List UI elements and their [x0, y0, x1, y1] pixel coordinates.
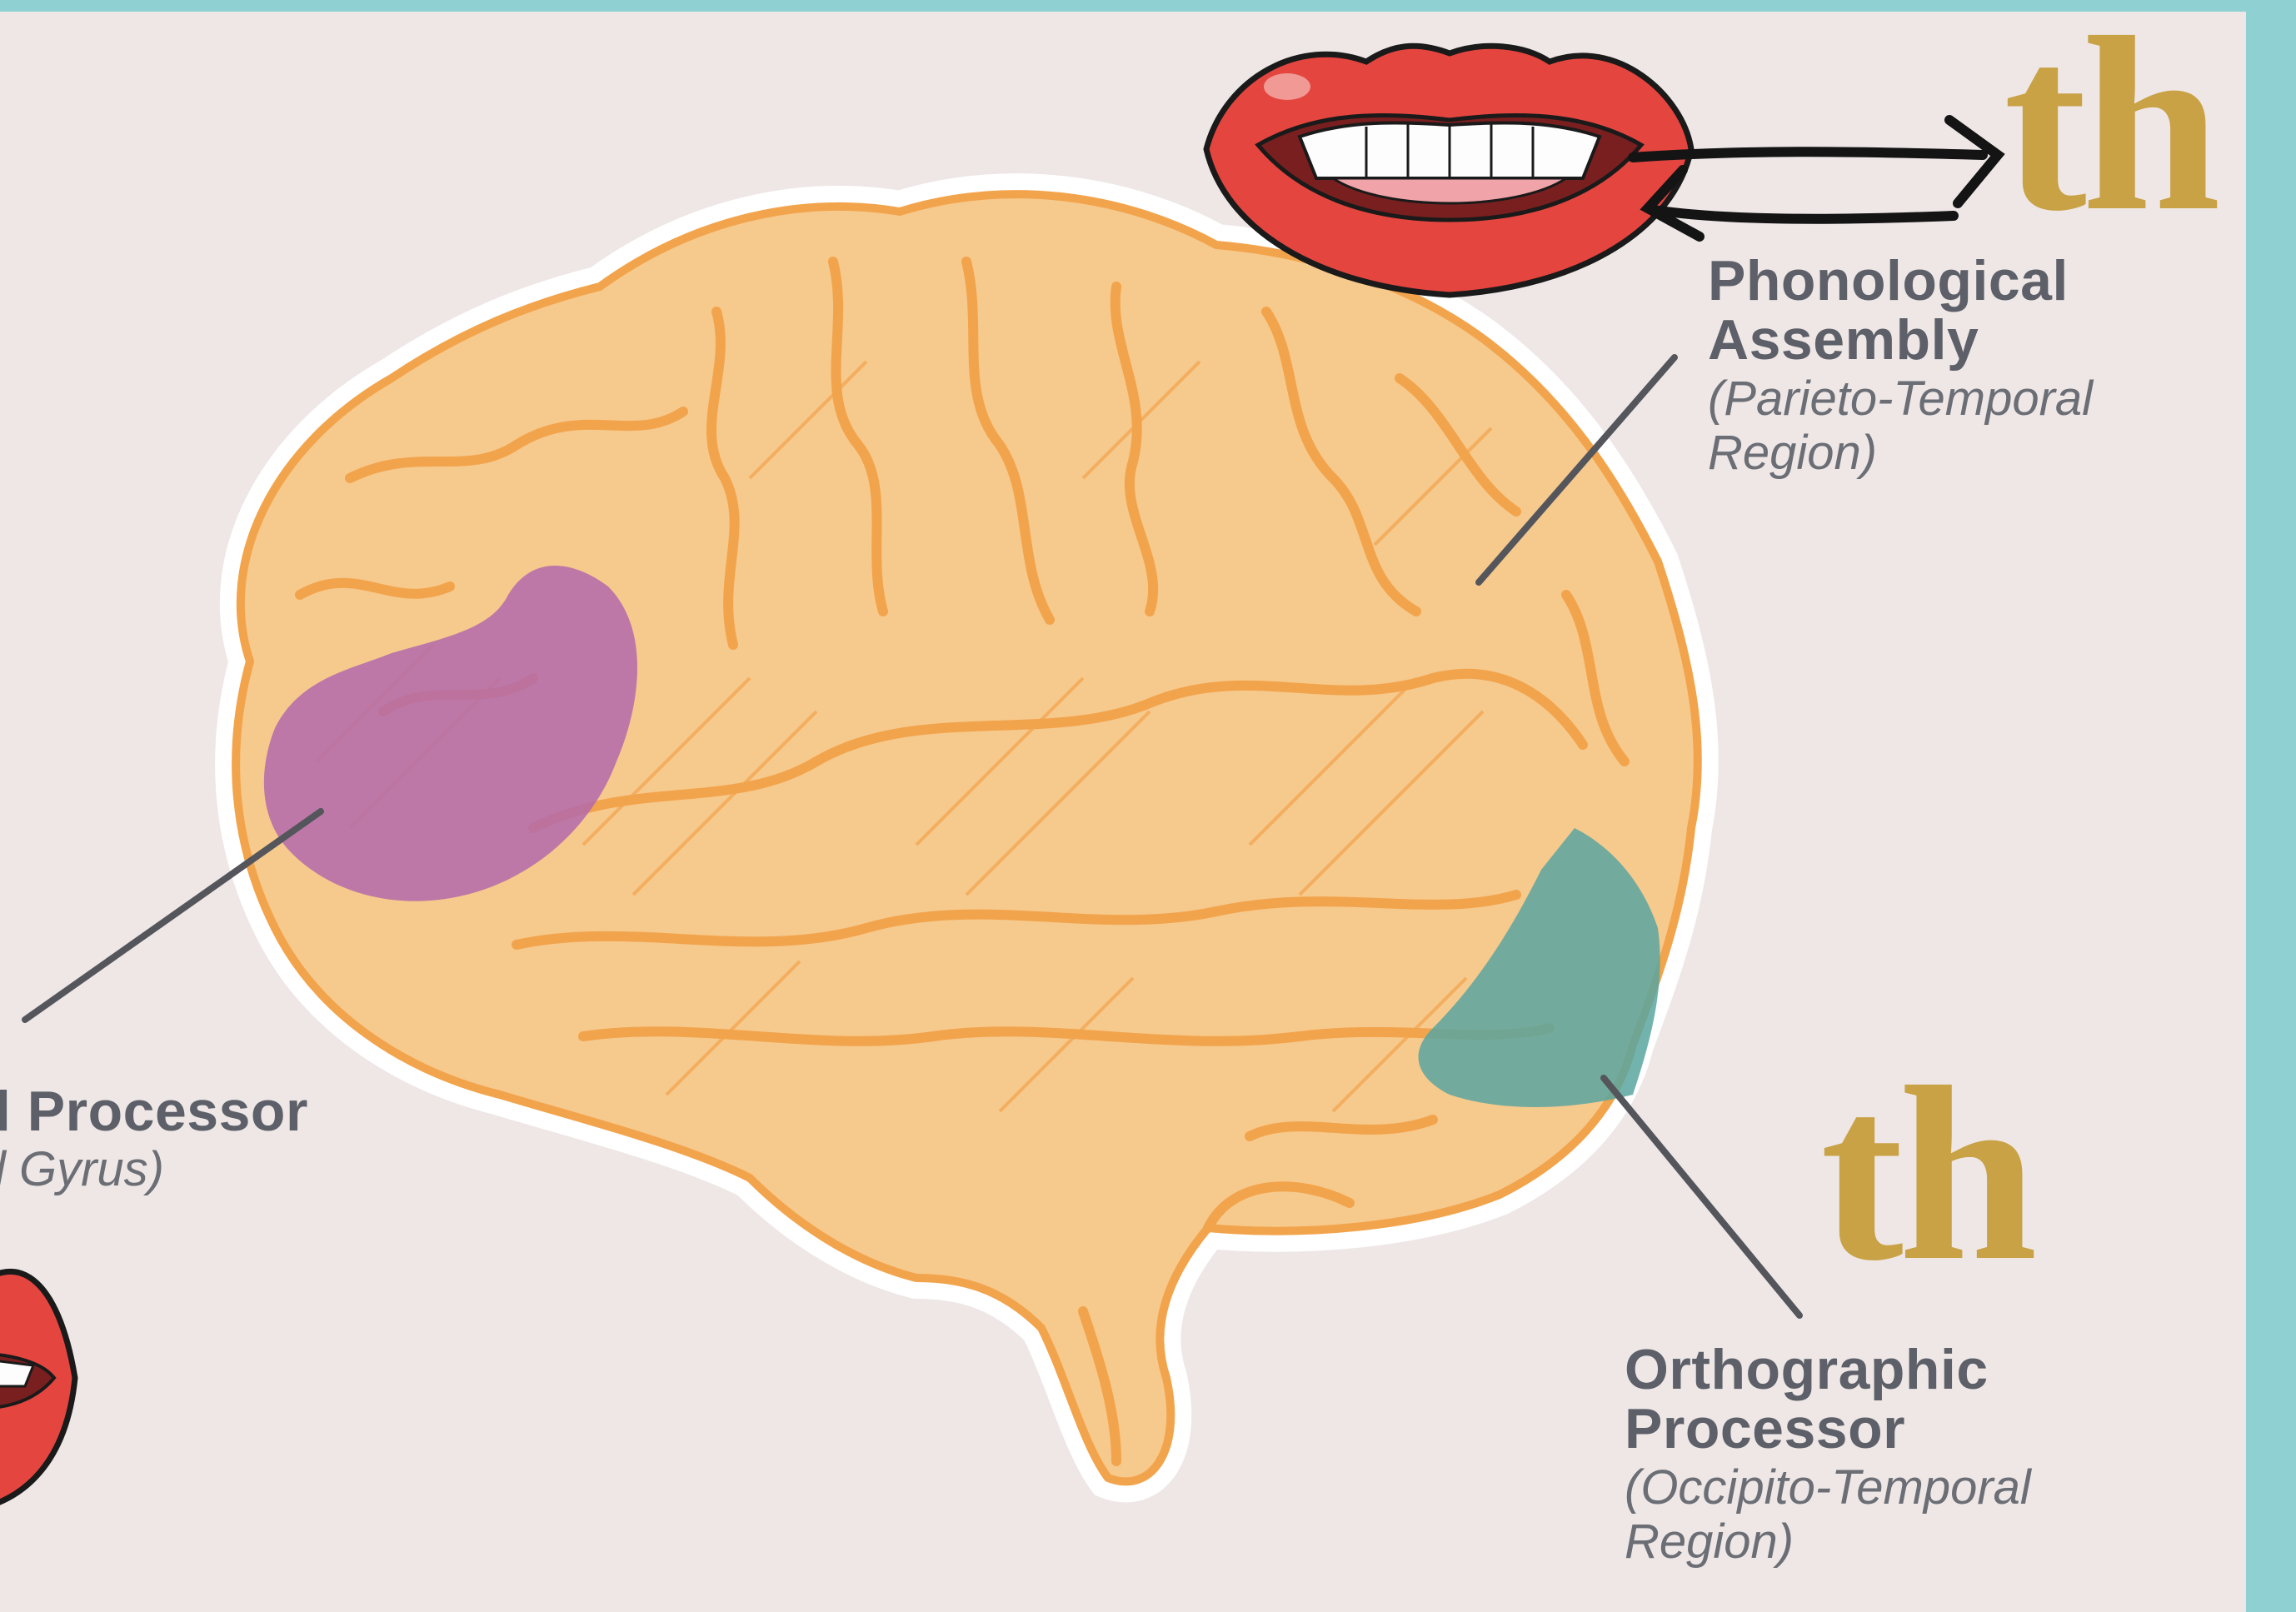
label-subtitle-line: Region) [1708, 428, 2093, 479]
label-subtitle-line: l Gyrus) [0, 1145, 308, 1195]
label-title-line: Phonological [1708, 252, 2093, 311]
diagram-canvas: th th Phonological Assembly (Parieto-Tem… [0, 12, 2246, 1612]
label-subtitle-line: (Parieto-Temporal [1708, 374, 2093, 425]
label-title-line: Processor [1625, 1400, 2031, 1459]
phonological-assembly-label: Phonological Assembly (Parieto-Temporal … [1708, 252, 2093, 479]
th-glyph-right: th [1820, 1049, 2033, 1299]
label-subtitle-line: Region) [1625, 1517, 2031, 1568]
label-title-line: l Processor [0, 1082, 308, 1141]
orthographic-processor-label: Orthographic Processor (Occipito-Tempora… [1625, 1340, 2031, 1568]
th-glyph-top: th [2004, 12, 2216, 249]
label-subtitle-line: (Occipito-Temporal [1625, 1463, 2031, 1514]
label-title-line: Orthographic [1625, 1340, 2031, 1400]
label-title-line: Assembly [1708, 311, 2093, 370]
phonetic-processor-label: l Processor l Gyrus) [0, 1082, 308, 1195]
mouth-icon-bottom-left [0, 1271, 75, 1511]
